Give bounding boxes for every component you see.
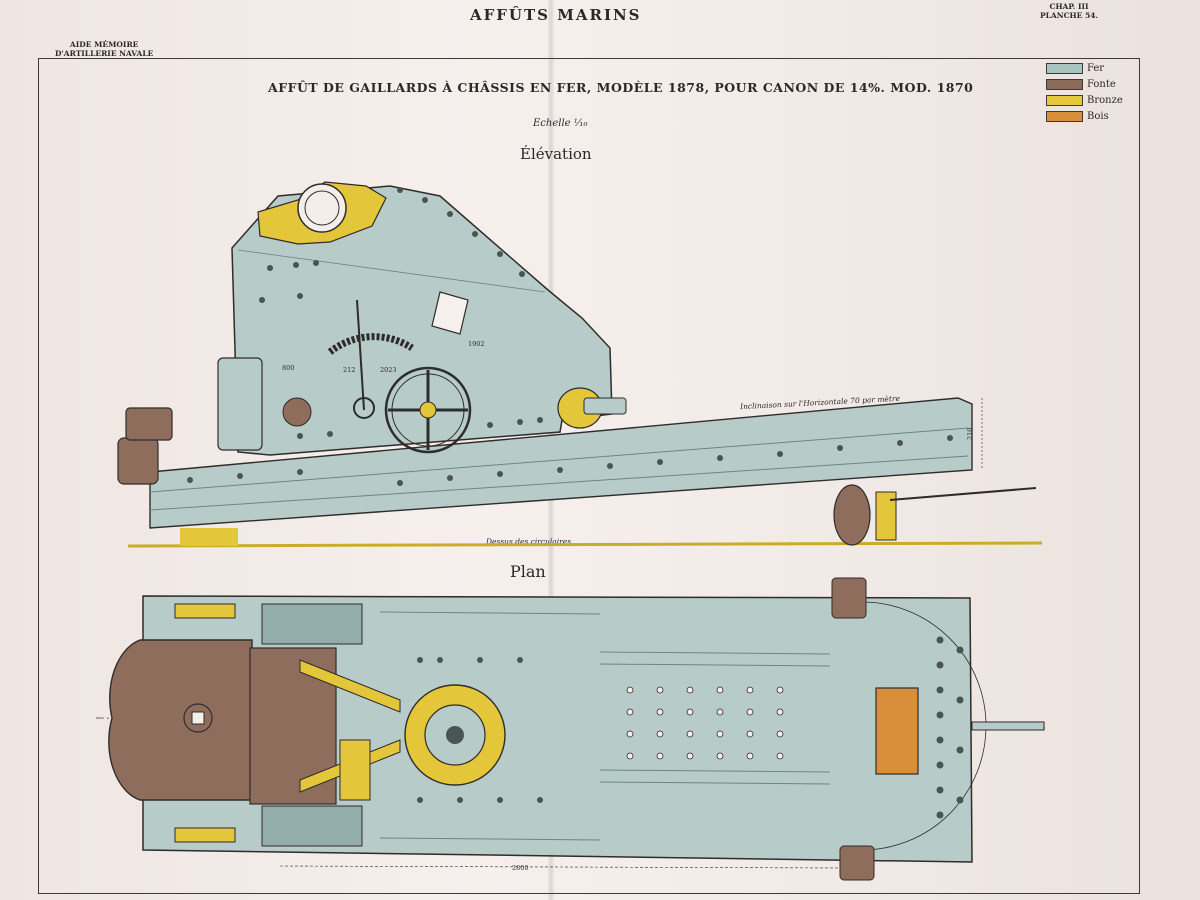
trunnion-bore-inner	[304, 190, 340, 226]
header-left-line2: D'ARTILLERIE NAVALE	[55, 49, 154, 58]
plan-bars	[379, 611, 831, 841]
ground-line	[127, 541, 1043, 548]
plan-pad-bottom	[174, 827, 236, 843]
plan-pivot-rod	[971, 721, 1045, 731]
scale-label: Echelle ¹⁄₁₀	[533, 118, 588, 129]
dim-line-2800	[279, 865, 841, 869]
legend-item-bois: Bois	[1046, 108, 1123, 124]
plan-label: Plan	[510, 562, 546, 581]
gear-sector	[327, 333, 414, 355]
hub-cast	[282, 397, 312, 427]
dim-1902: 1902	[468, 340, 485, 348]
plan-wood-pad	[875, 687, 919, 775]
slide-pad-left	[180, 528, 238, 546]
plan-rear-bore	[183, 703, 213, 733]
legend-label-fonte: Fonte	[1087, 78, 1116, 90]
handwheel	[384, 366, 472, 454]
header-left-line1: AIDE MÉMOIRE	[69, 40, 139, 49]
plate-title: AFFÛT DE GAILLARDS À CHÂSSIS EN FER, MOD…	[268, 80, 974, 95]
rear-buffer	[117, 437, 159, 485]
circulaires-note: Dessus des circulaires	[486, 537, 572, 546]
dim-210: 210	[966, 428, 974, 440]
header-right-line1: CHAP. III	[1049, 2, 1089, 11]
dim-2800: 2800	[512, 864, 529, 872]
header-left: AIDE MÉMOIRE D'ARTILLERIE NAVALE	[55, 40, 153, 58]
legend-item-fer: Fer	[1046, 60, 1123, 76]
plan-rail-top	[261, 603, 363, 645]
legend-item-fonte: Fonte	[1046, 76, 1123, 92]
dim-2023: 2023	[380, 366, 397, 374]
rear-bracket	[125, 407, 173, 441]
header-title: AFFÛTS MARINS	[470, 6, 642, 24]
header-right: CHAP. III PLANCHE 54.	[1040, 2, 1098, 20]
slide-beam-stripe-2	[149, 455, 969, 511]
legend-swatch-fer	[1046, 62, 1083, 74]
legend-label-bronze: Bronze	[1087, 94, 1123, 106]
dim-800: 800	[282, 364, 294, 372]
plan-pad-top	[174, 603, 236, 619]
legend-swatch-bronze	[1046, 94, 1083, 106]
dim-212: 212	[343, 366, 355, 374]
legend-swatch-fonte	[1046, 78, 1083, 90]
pinion	[353, 397, 375, 419]
handwheel-hub	[419, 401, 437, 419]
plan-bronze-block	[339, 739, 371, 801]
elevation-view: 1902 212 2023 800 210	[117, 181, 1043, 548]
pivot-rod	[889, 487, 1037, 501]
plan-wheel-top	[831, 577, 867, 619]
plan-wheel-bottom	[839, 845, 875, 881]
carriage-cheek	[231, 185, 613, 456]
plan-rear-block	[108, 639, 253, 801]
cheek-edge	[237, 249, 546, 293]
legend-item-bronze: Bronze	[1046, 92, 1123, 108]
legend-label-fer: Fer	[1087, 62, 1105, 74]
plan-rear-square	[191, 711, 205, 725]
truck-wheel	[833, 484, 871, 546]
legend-swatch-bois	[1046, 110, 1083, 122]
elevation-label: Élévation	[520, 145, 592, 163]
plan-rail-bottom	[261, 805, 363, 847]
plan-view: 2800	[95, 577, 1046, 881]
plan-perforations	[626, 686, 784, 760]
legend-label-bois: Bois	[1087, 110, 1109, 122]
truck-bracket	[875, 491, 897, 541]
elevating-rod	[356, 299, 365, 411]
slide-beam-stripe	[149, 427, 969, 493]
cheek-window	[431, 291, 469, 335]
plan-pivot-center	[446, 726, 464, 744]
plate-frame	[38, 58, 1140, 894]
legend: Fer Fonte Bronze Bois	[1046, 60, 1123, 124]
slide-beam	[149, 397, 973, 529]
header-right-line2: PLANCHE 54.	[1040, 11, 1099, 20]
elevation-rivets	[187, 187, 953, 486]
plan-rivets	[417, 636, 964, 819]
front-bracket	[217, 357, 263, 451]
roller-axle	[583, 397, 627, 415]
plan-link-upper	[299, 659, 401, 713]
